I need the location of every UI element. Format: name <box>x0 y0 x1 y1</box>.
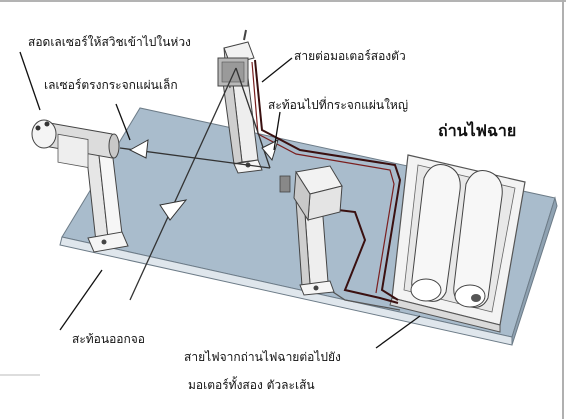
label-motor-cable: สายต่อมอเตอร์สองตัว <box>294 49 406 63</box>
base-board-side-edge <box>511 196 558 346</box>
laser-post <box>85 145 129 253</box>
label-battery-holder: ถ่านไฟฉาย <box>438 121 517 140</box>
label-laser-to-small-mirror: เลเซอร์ตรงกระจกแผ่นเล็ก <box>44 78 178 92</box>
leader-lines <box>19 51 421 349</box>
wires <box>251 59 402 311</box>
beam-arrow-2 <box>261 139 279 162</box>
label-reflect-to-big-mirror: สะท้อนไปที่กระจกแผ่นใหญ่ <box>268 98 409 112</box>
label-insert-laser: สอดเลเซอร์ให้สวิชเข้าไปในห่วง <box>28 35 191 49</box>
label-wires-line1: สายไฟจากถ่านไฟฉายต่อไปยัง <box>184 350 341 364</box>
beam-arrow-1 <box>128 139 149 159</box>
lower-motor-post <box>295 199 335 296</box>
lower-motor <box>279 165 343 222</box>
label-reflect-out: สะท้อนออกจอ <box>72 332 146 346</box>
laser-pointer <box>31 119 120 168</box>
battery-box <box>389 154 526 333</box>
label-wires-line2: มอเตอร์ทั้งสอง ตัวละเส้น <box>188 378 315 392</box>
beam-arrow-3 <box>159 199 188 221</box>
